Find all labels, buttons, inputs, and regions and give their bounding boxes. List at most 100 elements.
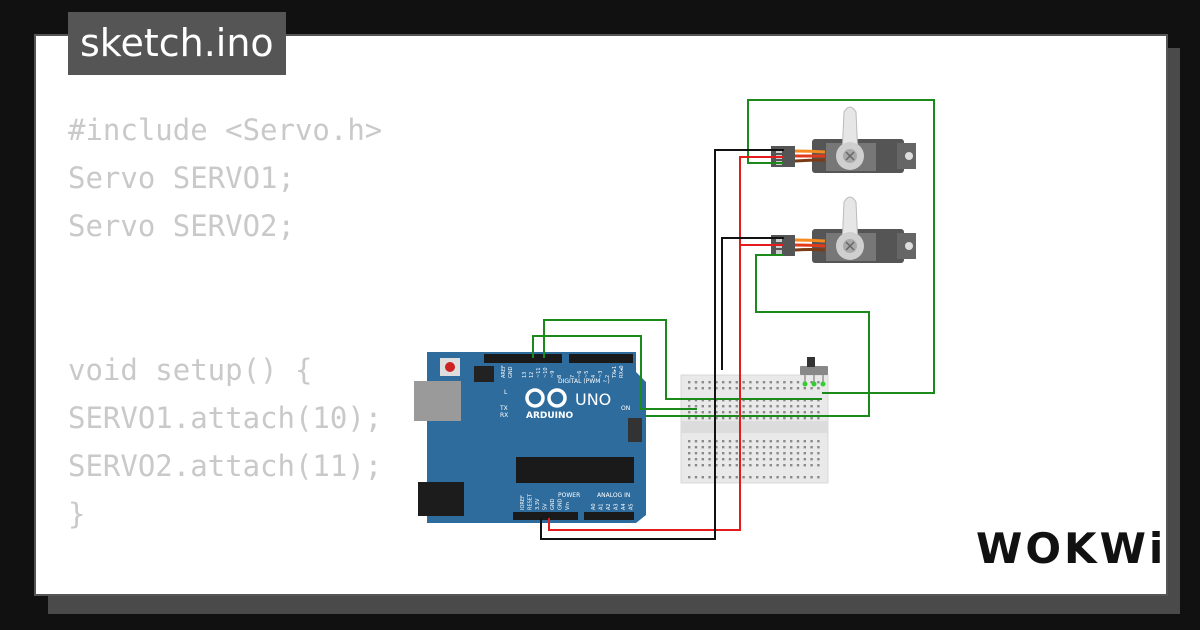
pin-label: ~11 [536,367,542,378]
pin-label: A1 [599,503,605,510]
breadboard-hole [803,458,806,461]
rx-label: RX [500,412,508,419]
breadboard-hole [810,417,813,420]
breadboard-hole [708,458,711,461]
pin-label: TX▸1 [612,366,618,379]
breadboard-hole [790,381,793,384]
breadboard-hole [722,381,725,384]
breadboard-hole [715,411,718,414]
breadboard-hole [790,399,793,402]
breadboard-hole [742,381,745,384]
breadboard-hole [817,399,820,402]
wire-black[interactable] [540,149,784,540]
arduino-uno-board[interactable]: UNO ARDUINO DIGITAL (PWM ~) POWER ANALOG… [414,352,646,523]
breadboard-hole [790,464,793,467]
breadboard-hole [817,417,820,420]
breadboard-hole [756,417,759,420]
breadboard-hole [776,417,779,420]
breadboard-hole [783,411,786,414]
wire-green[interactable] [543,319,822,400]
breadboard-hole [769,399,772,402]
digital-label: DIGITAL (PWM ~) [558,378,610,385]
wire-green[interactable] [747,99,935,394]
pin-label: A2 [606,503,612,510]
breadboard-hole [688,464,691,467]
breadboard-hole [694,381,698,384]
breadboard-hole [776,381,779,384]
breadboard-hole [796,405,800,408]
breadboard-hole [735,381,738,384]
preview-card: #include <Servo.h>Servo SERVO1;Servo SER… [34,34,1168,596]
breadboard-hole [715,452,718,455]
breadboard-hole [796,399,800,402]
breadboard-hole [742,417,745,420]
breadboard-hole [735,405,738,408]
wire-red[interactable] [548,156,784,531]
breadboard-hole [803,452,806,455]
wire-black[interactable] [721,237,784,370]
breadboard-hole [756,399,759,402]
file-tab[interactable]: sketch.ino [68,12,286,75]
breadboard-hole [803,440,806,443]
breadboard-hole [722,440,725,443]
breadboard-hole [735,440,738,443]
breadboard-hole [708,417,711,420]
digital-header [484,354,562,363]
pin-label: 7 [570,375,576,378]
breadboard-hole [708,381,711,384]
slide-switch[interactable] [800,357,828,387]
breadboard-hole [790,476,793,479]
breadboard-hole [776,464,779,467]
breadboard-hole [694,411,698,414]
pin-label: ~5 [584,371,590,378]
breadboard-hole [742,452,745,455]
breadboard-hole [708,411,711,414]
breadboard-hole [708,440,711,443]
breadboard-hole [728,476,732,479]
code-line: Servo SERVO2; [68,209,295,243]
breadboard-hole [735,399,738,402]
breadboard-hole [688,411,691,414]
breadboard-hole [796,476,800,479]
breadboard-hole [715,399,718,402]
breadboard-hole [701,446,704,449]
breadboard-hole [810,411,813,414]
breadboard-hole [722,452,725,455]
breadboard-hole [796,464,800,467]
breadboard-hole [708,387,711,390]
tx-label: TX [499,405,508,412]
breadboard-hole [728,399,732,402]
breadboard-hole [749,452,752,455]
breadboard-hole [742,440,745,443]
breadboard-hole [701,387,704,390]
breadboard-hole [708,405,711,408]
breadboard-hole [769,476,772,479]
breadboard-hole [688,399,691,402]
breadboard-hole [749,405,752,408]
pin-label: GND [558,498,564,510]
breadboard-hole [701,440,704,443]
breadboard[interactable] [680,374,829,484]
servo-motor-1[interactable] [771,106,916,173]
servo-motor-2[interactable] [771,196,916,263]
breadboard-hole [735,411,738,414]
breadboard-hole [722,399,725,402]
breadboard-hole [742,405,745,408]
wire-green[interactable] [646,254,870,417]
breadboard-hole [742,476,745,479]
breadboard-hole [694,452,698,455]
breadboard-hole [722,476,725,479]
breadboard-hole [749,476,752,479]
breadboard-hole [796,417,800,420]
breadboard-hole [810,440,813,443]
breadboard-hole [817,381,820,384]
breadboard-hole [810,405,813,408]
breadboard-hole [742,464,745,467]
wire-green[interactable] [532,335,697,410]
pin-label: A5 [629,503,635,510]
breadboard-hole [803,476,806,479]
breadboard-hole [756,446,759,449]
breadboard-hole [776,446,779,449]
breadboard-hole [817,387,820,390]
